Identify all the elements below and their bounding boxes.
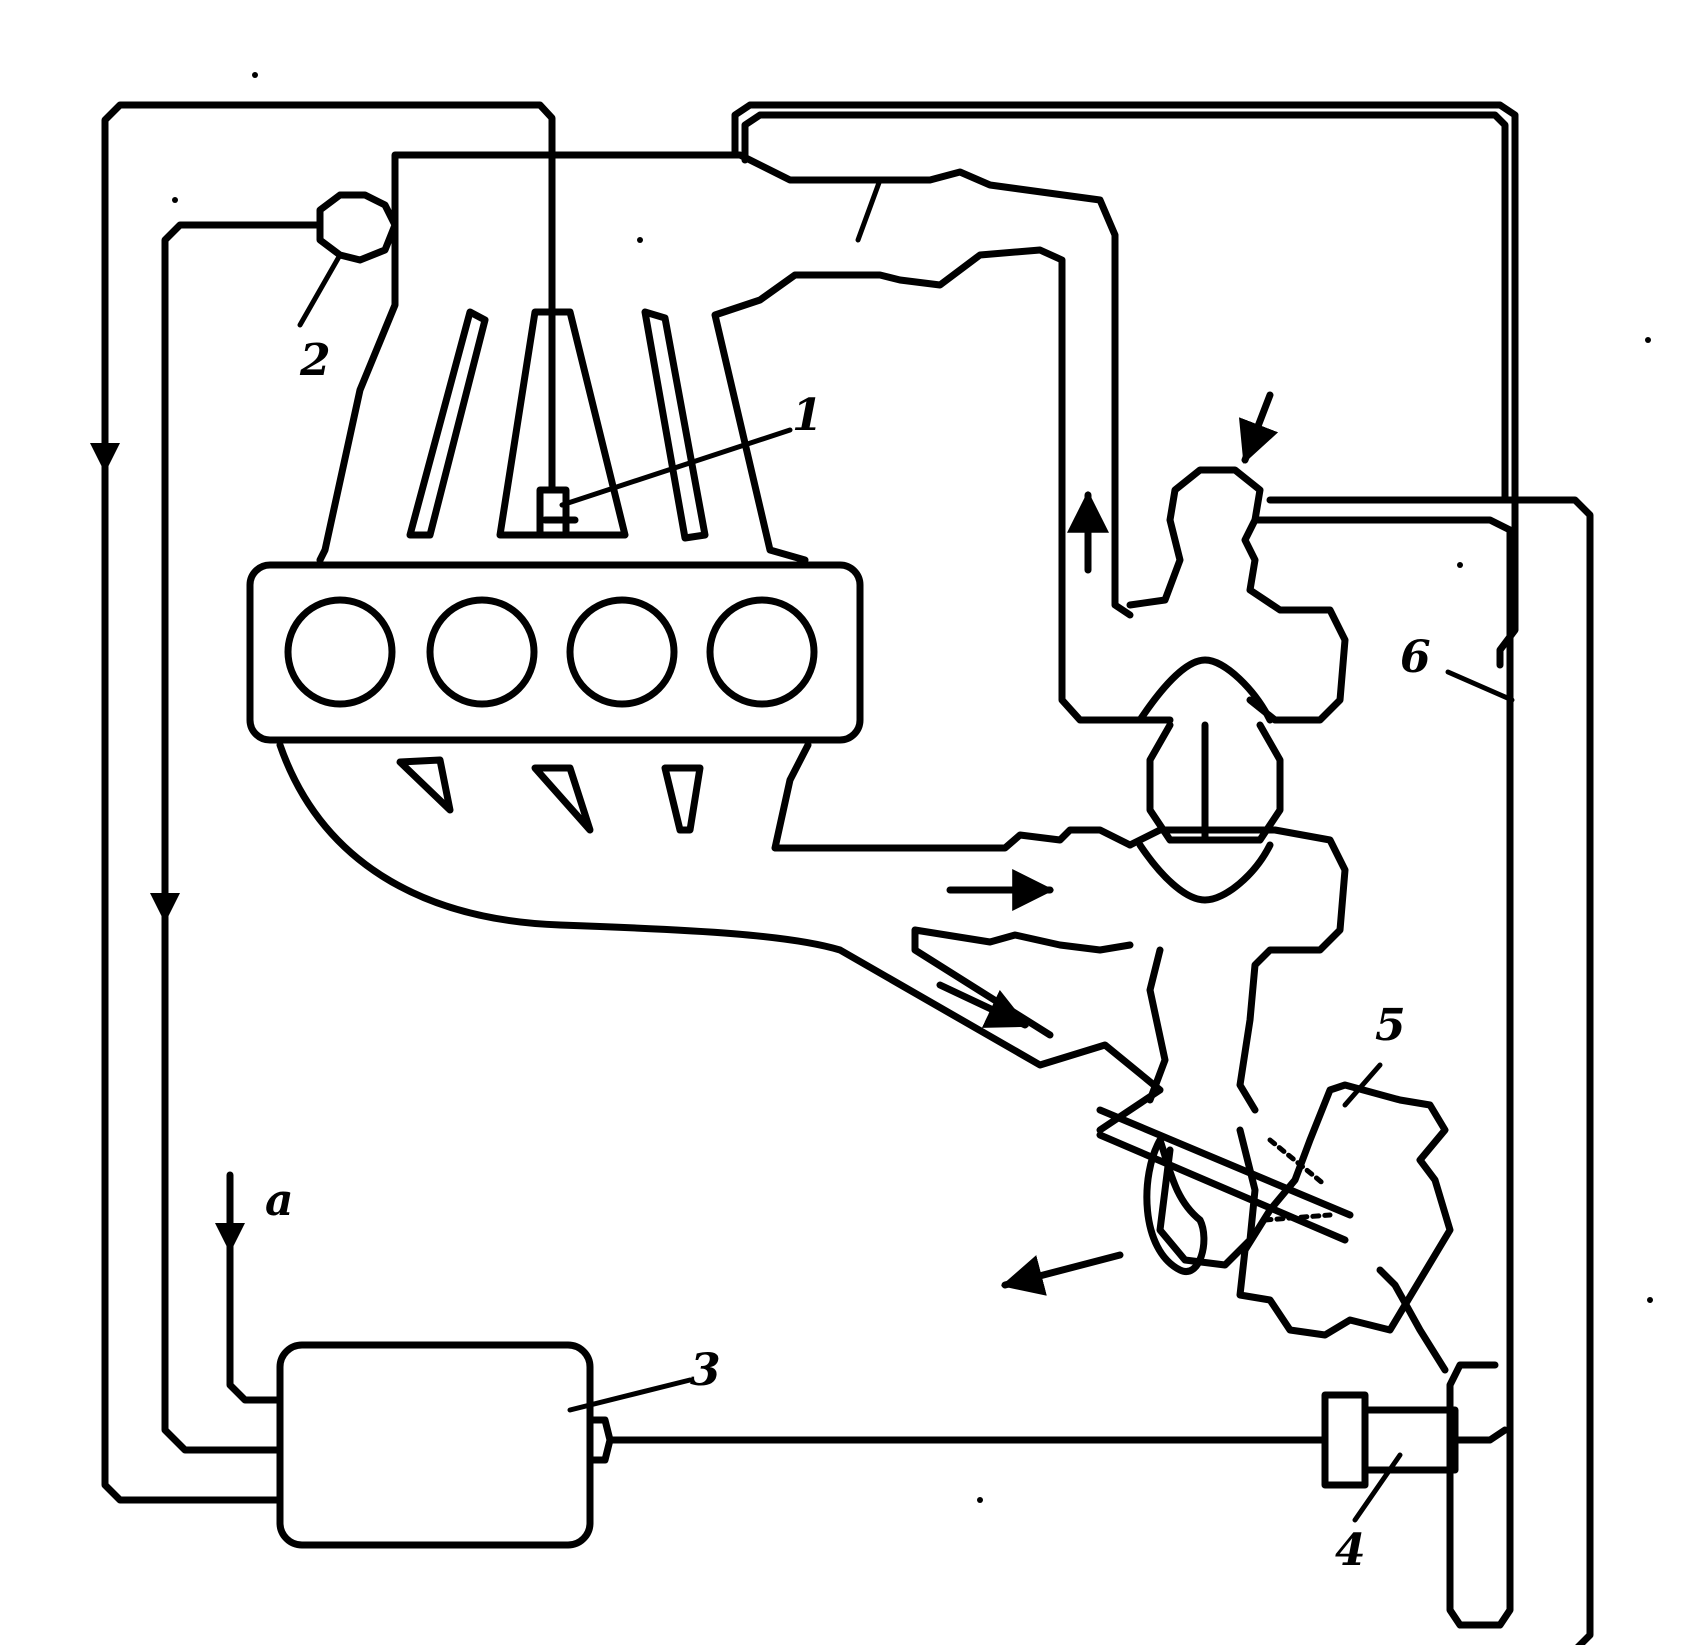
leader-4 <box>1352 1452 1403 1523</box>
leader-2 <box>297 252 343 328</box>
speck <box>637 237 643 243</box>
exhaust-manifold <box>276 741 1164 1134</box>
intake-return-pipe <box>731 101 1519 669</box>
input-a-wire <box>226 1171 284 1404</box>
label-2: 2 <box>299 335 331 386</box>
label-1: 1 <box>792 390 823 441</box>
turbine-housing <box>1126 826 1349 1114</box>
sensor-wire-left <box>161 221 324 1454</box>
speck <box>1645 337 1651 343</box>
leader-3 <box>567 1377 693 1413</box>
leader-5 <box>1342 1062 1383 1108</box>
sensor-4-body <box>1361 1406 1459 1474</box>
speck <box>252 72 258 78</box>
engine-block <box>246 561 864 744</box>
injector-wire-outer <box>101 101 556 1504</box>
turbine-wheel <box>1136 841 1274 904</box>
cylinder-3 <box>566 596 678 708</box>
exhaust-outlet-arrow <box>1000 1251 1124 1296</box>
label-4: 4 <box>1335 1525 1366 1576</box>
cylinder-4 <box>706 596 818 708</box>
intake-manifold <box>316 151 1134 619</box>
compressor-housing <box>1058 466 1349 724</box>
wastegate-link-2 <box>1262 1212 1333 1223</box>
label-3: 3 <box>690 1345 721 1396</box>
cylinder-2 <box>426 596 538 708</box>
leader-1 <box>559 427 793 508</box>
intake-runner-3 <box>641 308 709 542</box>
sensor-4-tube <box>1451 1426 1509 1444</box>
injector-1 <box>536 486 570 539</box>
exhaust-flow-arrow-2 <box>936 981 1029 1029</box>
intake-runner-1 <box>406 308 489 539</box>
speck <box>1457 562 1463 568</box>
air-inlet-arrow <box>1238 391 1279 464</box>
wastegate-link-1 <box>1267 1137 1328 1188</box>
label-5: 5 <box>1375 1000 1406 1051</box>
speck <box>172 197 178 203</box>
turbine-outlet-body <box>1156 1126 1259 1269</box>
cylinder-1 <box>284 596 396 708</box>
sensor-2 <box>316 191 399 264</box>
boost-pressure-tube <box>1251 496 1594 1645</box>
sensor-4-nut <box>1321 1391 1369 1489</box>
label-a: a <box>265 1175 294 1226</box>
shaft-housing <box>1146 721 1284 844</box>
leader-6 <box>1445 669 1515 703</box>
label-6: 6 <box>1400 632 1431 683</box>
compressor-wheel <box>1136 656 1274 724</box>
speck <box>977 1497 983 1503</box>
speck <box>1647 1297 1653 1303</box>
ecu-box <box>276 1341 594 1549</box>
exhaust-port-2 <box>531 764 594 834</box>
exhaust-port-3 <box>661 764 704 834</box>
intake-runner-2 <box>496 308 629 539</box>
exhaust-port-1 <box>396 756 454 814</box>
leader-intake-sensor <box>855 177 883 243</box>
wastegate-rod <box>1096 1106 1354 1244</box>
